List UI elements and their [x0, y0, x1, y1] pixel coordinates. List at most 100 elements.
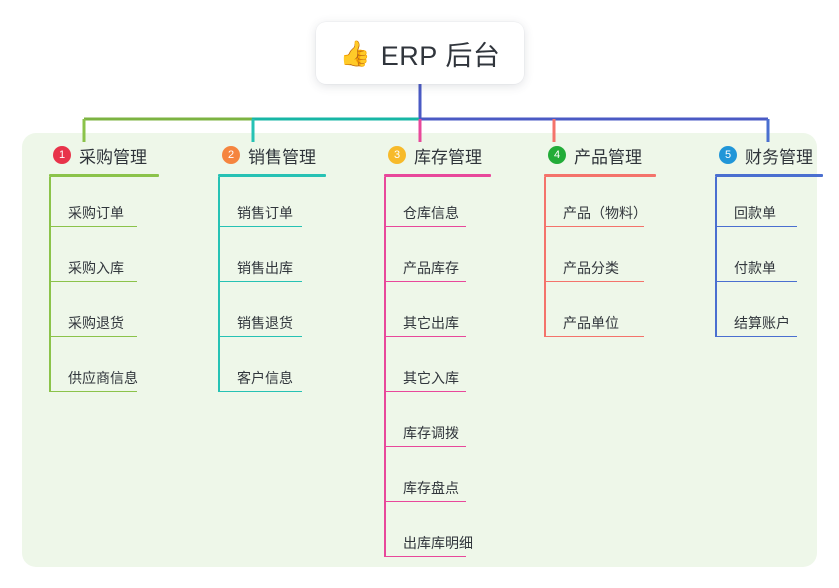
menu-item[interactable]: 仓库信息 — [371, 177, 491, 232]
column-title: 财务管理 — [745, 147, 813, 167]
menu-item[interactable]: 客户信息 — [205, 342, 326, 397]
column-header-rule — [544, 174, 656, 177]
page-title: ERP 后台 — [380, 40, 501, 71]
column-items: 回款单付款单结算账户 — [702, 177, 823, 342]
menu-item-rule — [384, 225, 466, 227]
menu-item-label: 其它入库 — [403, 370, 459, 386]
column-items: 采购订单采购入库采购退货供应商信息 — [36, 177, 159, 397]
column-number-badge: 1 — [53, 146, 71, 164]
column-header[interactable]: 5 财务管理 — [702, 142, 823, 168]
menu-item-rule — [218, 280, 302, 282]
menu-item-label: 客户信息 — [237, 370, 293, 386]
menu-item-rule — [715, 335, 797, 337]
menu-item-rule — [544, 280, 644, 282]
menu-item-label: 采购退货 — [68, 315, 124, 331]
menu-item-label: 产品（物料） — [563, 205, 647, 221]
column-采购管理: 1 采购管理采购订单采购入库采购退货供应商信息 — [36, 142, 159, 397]
menu-item[interactable]: 供应商信息 — [36, 342, 159, 397]
menu-item[interactable]: 产品单位 — [531, 287, 656, 342]
menu-item-label: 仓库信息 — [403, 205, 459, 221]
menu-item[interactable]: 其它入库 — [371, 342, 491, 397]
column-spine — [715, 177, 717, 337]
column-财务管理: 5 财务管理回款单付款单结算账户 — [702, 142, 823, 342]
menu-item-label: 付款单 — [734, 260, 776, 276]
column-header[interactable]: 3 库存管理 — [371, 142, 491, 168]
menu-item-rule — [544, 335, 644, 337]
column-title: 采购管理 — [79, 147, 147, 167]
column-number-badge: 3 — [388, 146, 406, 164]
menu-item-rule — [384, 280, 466, 282]
column-number-badge: 4 — [548, 146, 566, 164]
menu-item-rule — [49, 225, 137, 227]
content-panel — [22, 133, 817, 567]
column-title: 库存管理 — [414, 147, 482, 167]
column-产品管理: 4 产品管理产品（物料） 产品分类产品单位 — [531, 142, 656, 342]
menu-item-rule — [715, 225, 797, 227]
column-title: 销售管理 — [248, 147, 316, 167]
menu-item[interactable]: 销售出库 — [205, 232, 326, 287]
menu-item-label: 库存调拨 — [403, 425, 459, 441]
column-spine — [218, 177, 220, 392]
menu-item-label: 销售订单 — [237, 205, 293, 221]
menu-item[interactable]: 产品库存 — [371, 232, 491, 287]
column-header-rule — [715, 174, 823, 177]
menu-item-rule — [384, 445, 466, 447]
title-card[interactable]: 👍ERP 后台 — [316, 22, 524, 84]
menu-item[interactable]: 出库库明细 — [371, 507, 491, 562]
menu-item[interactable]: 销售订单 — [205, 177, 326, 232]
menu-item[interactable]: 回款单 — [702, 177, 823, 232]
menu-item-label: 库存盘点 — [403, 480, 459, 496]
menu-item[interactable]: 结算账户 — [702, 287, 823, 342]
column-header-rule — [384, 174, 491, 177]
menu-item[interactable]: 采购订单 — [36, 177, 159, 232]
menu-item-label: 产品库存 — [403, 260, 459, 276]
menu-item[interactable]: 销售退货 — [205, 287, 326, 342]
column-title: 产品管理 — [574, 147, 642, 167]
column-items: 销售订单销售出库销售退货客户信息 — [205, 177, 326, 397]
column-header[interactable]: 1 采购管理 — [36, 142, 159, 168]
column-销售管理: 2 销售管理销售订单销售出库销售退货客户信息 — [205, 142, 326, 397]
menu-item[interactable]: 付款单 — [702, 232, 823, 287]
column-库存管理: 3 库存管理仓库信息产品库存其它出库其它入库库存调拨库存盘点出库库明细 — [371, 142, 491, 562]
menu-item-label: 销售出库 — [237, 260, 293, 276]
menu-item[interactable]: 其它出库 — [371, 287, 491, 342]
column-header-rule — [49, 174, 159, 177]
column-header[interactable]: 2 销售管理 — [205, 142, 326, 168]
menu-item-rule — [218, 390, 302, 392]
column-header-rule — [218, 174, 326, 177]
menu-item-label: 销售退货 — [237, 315, 293, 331]
menu-item-rule — [49, 280, 137, 282]
menu-item[interactable]: 库存盘点 — [371, 452, 491, 507]
menu-item-rule — [218, 335, 302, 337]
menu-item-rule — [715, 280, 797, 282]
menu-item-label: 回款单 — [734, 205, 776, 221]
menu-item-label: 产品单位 — [563, 315, 619, 331]
menu-item-rule — [384, 390, 466, 392]
column-spine — [544, 177, 546, 337]
menu-item-rule — [384, 500, 466, 502]
menu-item-label: 产品分类 — [563, 260, 619, 276]
menu-item-rule — [218, 225, 302, 227]
menu-item[interactable]: 库存调拨 — [371, 397, 491, 452]
column-items: 产品（物料） 产品分类产品单位 — [531, 177, 656, 342]
column-spine — [384, 177, 386, 557]
column-number-badge: 2 — [222, 146, 240, 164]
menu-item-label: 采购订单 — [68, 205, 124, 221]
menu-item[interactable]: 产品分类 — [531, 232, 656, 287]
menu-item[interactable]: 采购退货 — [36, 287, 159, 342]
menu-item-rule — [384, 555, 466, 557]
menu-item-rule — [49, 335, 137, 337]
menu-item-rule — [544, 225, 644, 227]
menu-item[interactable]: 产品（物料） — [531, 177, 656, 232]
menu-item-label: 供应商信息 — [68, 370, 138, 386]
menu-item-label: 出库库明细 — [403, 535, 473, 551]
column-items: 仓库信息产品库存其它出库其它入库库存调拨库存盘点出库库明细 — [371, 177, 491, 562]
menu-item-rule — [384, 335, 466, 337]
menu-item-rule — [49, 390, 137, 392]
column-number-badge: 5 — [719, 146, 737, 164]
menu-item[interactable]: 采购入库 — [36, 232, 159, 287]
menu-item-label: 结算账户 — [734, 315, 790, 331]
column-header[interactable]: 4 产品管理 — [531, 142, 656, 168]
menu-item-label: 其它出库 — [403, 315, 459, 331]
